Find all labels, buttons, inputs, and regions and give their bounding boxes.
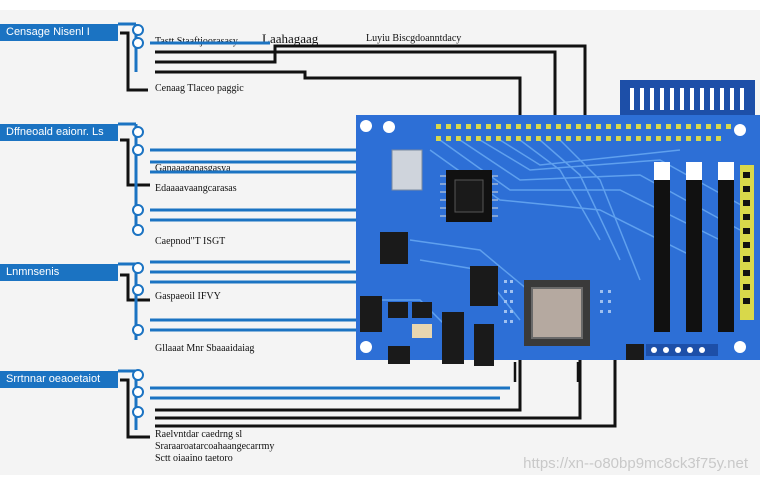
group-3-note-1: Gaspaeoil IFVY [155, 291, 221, 302]
watermark: https://xn--o80bp9mc8ck3f75y.net [523, 455, 748, 472]
group-label-2: Dffneoald eaionr. Ls [0, 124, 118, 141]
group-1-note-3: Cenaag Tlaceo paggic [155, 83, 244, 94]
group-2-note-2: Edaaaavaangcarasas [155, 183, 237, 194]
black-wires [120, 31, 617, 439]
group-2-note-3: Caepnod"T ISGT [155, 236, 226, 247]
group-4-note-3: Sctt oiaaino taetoro [155, 453, 233, 464]
group-2-note-1: Ganaaaganasgasya [155, 163, 231, 174]
group-label-4: Srrtnnar oeaoetaiot [0, 371, 118, 388]
group-1-note-2: Laahagaag [262, 31, 319, 46]
group-label-1: Censage Nisenl I [0, 24, 118, 41]
connector-dots [132, 24, 144, 418]
group-4-note-1: Raelvntdar caedrng sl [155, 429, 243, 440]
board-leads [513, 362, 580, 382]
circuit-board [356, 80, 760, 366]
top-label: Luyiu Biscgdoanntdacy [366, 33, 462, 44]
group-3-note-2: Gllaaat Mnr Sbaaaidaiag [155, 343, 255, 354]
group-4-note-2: Sraraaroatarcoahaangecarrmy [155, 441, 275, 452]
group-label-3: Lnmnsenis [0, 264, 118, 281]
